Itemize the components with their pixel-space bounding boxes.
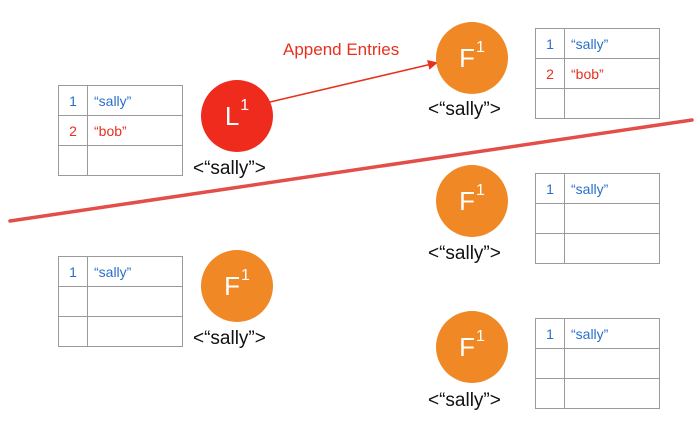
- log-entry-row: [58, 286, 183, 317]
- node-role-letter: F: [459, 185, 475, 216]
- log-entry-term: [535, 88, 565, 119]
- network-partition-line: [8, 118, 694, 223]
- log-entry-term: [535, 348, 565, 379]
- log-entry-row: [535, 348, 660, 379]
- log-entry-value: “sally”: [87, 256, 183, 287]
- log-entry-value: “bob”: [564, 58, 660, 89]
- log-entry-row: [535, 233, 660, 264]
- log-entry-value: “sally”: [87, 85, 183, 116]
- log-entry-value: [87, 316, 183, 347]
- log-entry-term: [58, 286, 88, 317]
- node-role-letter: F: [459, 42, 475, 73]
- log-entry-row: [535, 203, 660, 234]
- log-entry-row: 2 “bob”: [535, 58, 660, 89]
- log-entry-term: 2: [535, 58, 565, 89]
- log-entry-term: 2: [58, 115, 88, 146]
- log-entry-row: [58, 145, 183, 176]
- log-entry-value: “bob”: [87, 115, 183, 146]
- log-entry-term: 1: [535, 318, 565, 349]
- follower-state: <“sally”>: [428, 243, 501, 264]
- log-entry-row: 1 “sally”: [58, 256, 183, 287]
- log-entry-value: [564, 88, 660, 119]
- log-entry-term: 1: [535, 173, 565, 204]
- follower-log-table: 1 “sally” 2 “bob”: [535, 28, 660, 119]
- append-entries-arrow: [269, 59, 438, 103]
- log-entry-term: [535, 203, 565, 234]
- log-entry-term: 1: [58, 256, 88, 287]
- log-entry-row: 1 “sally”: [535, 318, 660, 349]
- node-term: 1: [475, 39, 485, 56]
- log-entry-term: [535, 233, 565, 264]
- log-entry-row: [535, 378, 660, 409]
- log-entry-value: “sally”: [564, 28, 660, 59]
- follower-state: <“sally”>: [428, 390, 501, 411]
- append-entries-label: Append Entries: [283, 40, 400, 59]
- node-term: 1: [240, 267, 250, 284]
- log-entry-value: [564, 348, 660, 379]
- follower-log-table: 1 “sally”: [58, 256, 183, 347]
- log-entry-row: 1 “sally”: [58, 85, 183, 116]
- log-entry-row: 1 “sally”: [535, 173, 660, 204]
- log-entry-term: [58, 316, 88, 347]
- node-role-letter: F: [224, 270, 240, 301]
- log-entry-term: [58, 145, 88, 176]
- log-entry-value: [87, 286, 183, 317]
- log-entry-row: [535, 88, 660, 119]
- log-entry-value: [87, 145, 183, 176]
- log-entry-value: [564, 378, 660, 409]
- leader-log-table: 1 “sally” 2 “bob”: [58, 85, 183, 176]
- log-entry-value: “sally”: [564, 173, 660, 204]
- node-term: 1: [475, 328, 485, 345]
- log-entry-term: [535, 378, 565, 409]
- log-entry-value: “sally”: [564, 318, 660, 349]
- follower-log-table: 1 “sally”: [535, 318, 660, 409]
- node-role-letter: L: [224, 100, 240, 131]
- node-role-letter: F: [459, 331, 475, 362]
- log-entry-value: [564, 203, 660, 234]
- log-entry-term: 1: [58, 85, 88, 116]
- log-entry-value: [564, 233, 660, 264]
- log-entry-row: 2 “bob”: [58, 115, 183, 146]
- node-term: 1: [475, 182, 485, 199]
- leader-state: <“sally”>: [193, 158, 266, 179]
- follower-state: <“sally”>: [193, 328, 266, 349]
- log-entry-term: 1: [535, 28, 565, 59]
- log-entry-row: 1 “sally”: [535, 28, 660, 59]
- follower-log-table: 1 “sally”: [535, 173, 660, 264]
- node-term: 1: [240, 97, 250, 114]
- follower-state: <“sally”>: [428, 99, 501, 120]
- log-entry-row: [58, 316, 183, 347]
